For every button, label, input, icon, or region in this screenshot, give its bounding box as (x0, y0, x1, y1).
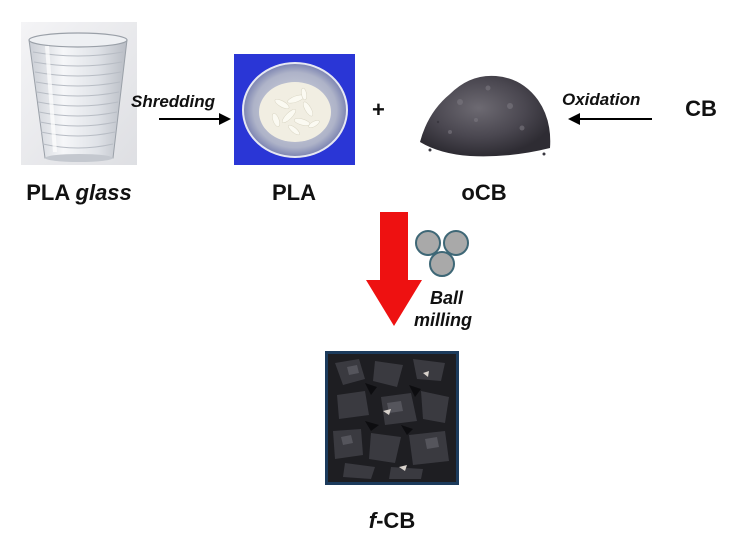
oxidation-arrow (568, 112, 652, 126)
shredding-arrow (159, 112, 231, 126)
shredding-label: Shredding (131, 92, 216, 111)
ball-milling-line1: Ball (430, 288, 464, 308)
ocb-powder-image (410, 62, 560, 162)
oxidation-label: Oxidation (562, 90, 641, 109)
fcb-label-main: -CB (376, 508, 416, 533)
milling-balls-icon (412, 230, 474, 278)
ocb-label: oCB (461, 180, 507, 205)
fcb-label-italic: f (368, 508, 377, 533)
ball-milling-label: Ball milling (414, 287, 472, 331)
cb-label: CB (685, 96, 717, 121)
pla-glass-label: PLA glass (0, 180, 158, 206)
ball-milling-arrow (366, 212, 422, 326)
pla-shredded-image (234, 54, 355, 165)
fcb-image (325, 351, 459, 485)
plus-sign: + (372, 97, 385, 122)
pla-glass-label-main: PLA (26, 180, 70, 205)
fcb-label: f-CB (342, 508, 442, 534)
ball-milling-line2: milling (414, 310, 472, 330)
pla-glass-image (21, 22, 137, 165)
pla-label: PLA (272, 180, 316, 205)
pla-glass-label-italic: glass (75, 180, 132, 205)
